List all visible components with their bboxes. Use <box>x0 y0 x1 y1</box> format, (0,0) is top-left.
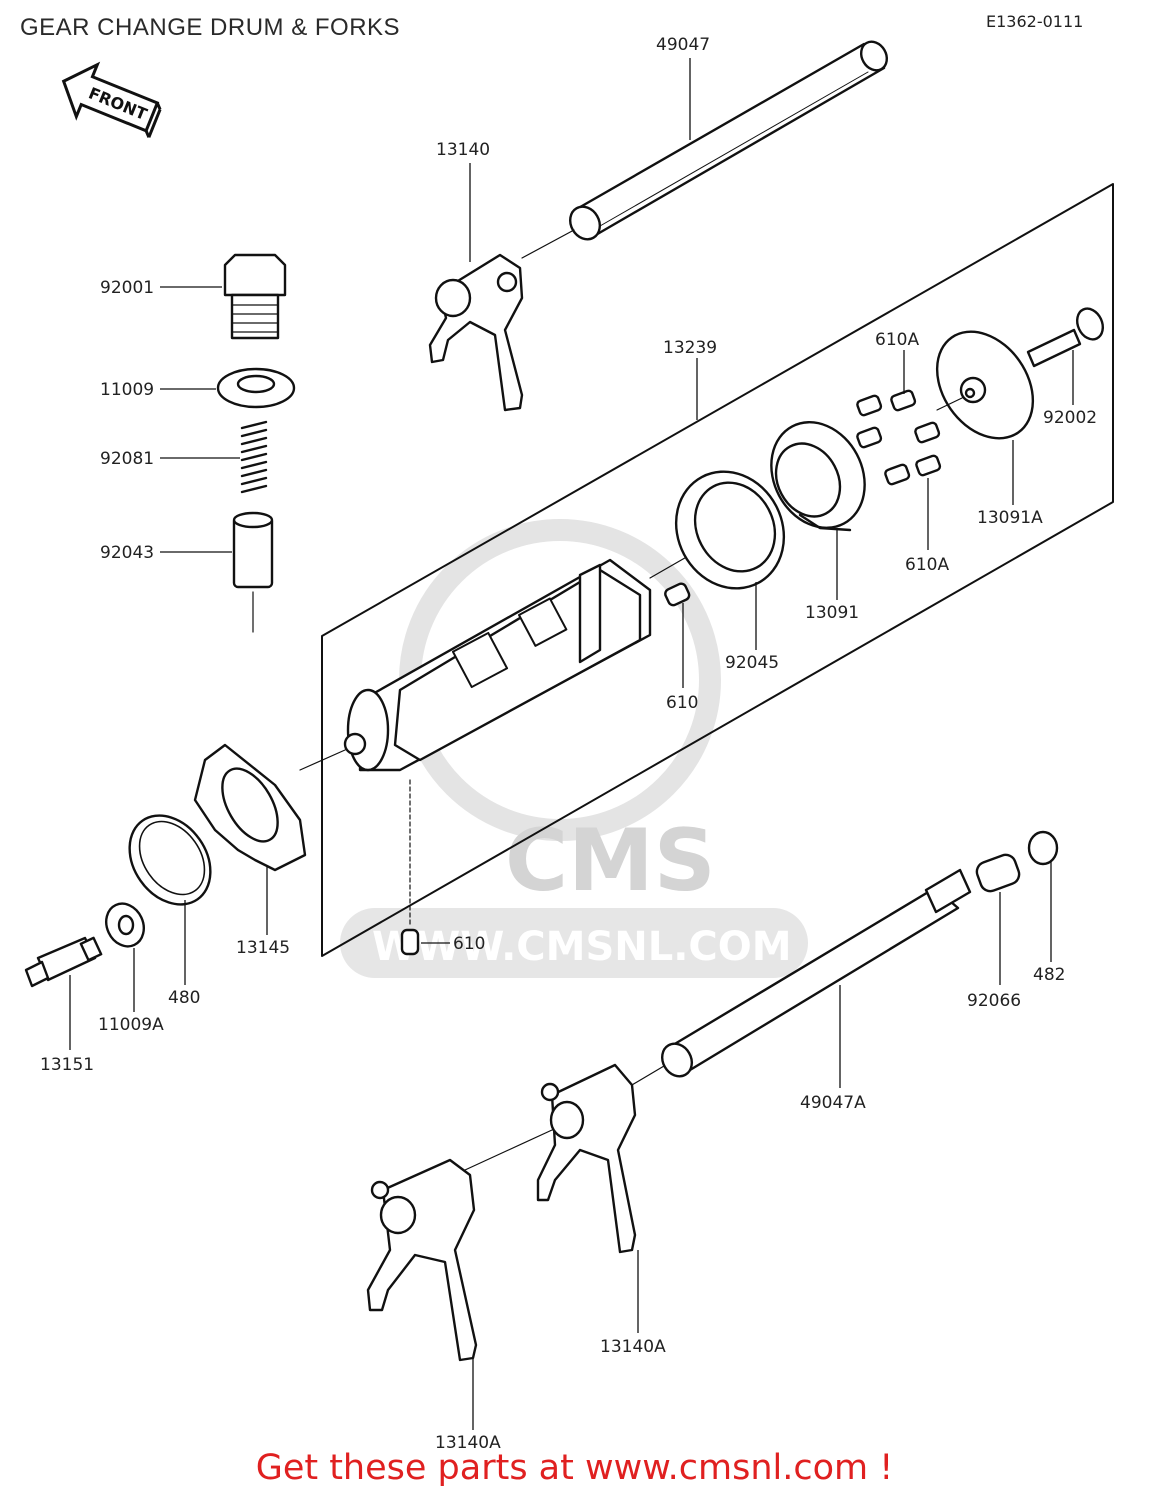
bearing-13091 <box>770 421 866 532</box>
front-arrow-icon: FRONT <box>61 61 162 138</box>
shift-rod-49047A <box>660 868 972 1078</box>
label-480: 480 <box>168 988 200 1008</box>
part-labels: 49047 13140 92001 11009 92081 92043 1323… <box>40 35 1097 1453</box>
washer-11009A <box>105 902 145 948</box>
label-610-low: 610 <box>453 934 485 954</box>
label-482: 482 <box>1033 965 1065 985</box>
label-610A-top: 610A <box>875 330 919 350</box>
label-13091: 13091 <box>805 603 859 623</box>
shift-fork-13140 <box>428 253 524 412</box>
diagram-title: GEAR CHANGE DRUM & FORKS <box>20 14 401 41</box>
label-92066: 92066 <box>967 991 1021 1011</box>
label-11009A: 11009A <box>98 1015 164 1035</box>
plug-bolt-92001 <box>223 253 287 340</box>
label-13145: 13145 <box>236 938 290 958</box>
label-49047: 49047 <box>656 35 710 55</box>
watermark-url: WWW.CMSNL.COM <box>372 924 792 970</box>
label-610-mid: 610 <box>666 693 698 713</box>
collar-92066 <box>975 853 1021 893</box>
label-92045: 92045 <box>725 653 779 673</box>
watermark-brand: CMS <box>505 811 716 911</box>
shift-rod-49047 <box>568 40 889 241</box>
label-13151: 13151 <box>40 1055 94 1075</box>
shift-fork-13140A-bottom <box>366 1158 478 1362</box>
dowel-610-mid <box>664 582 691 607</box>
label-49047A: 49047A <box>800 1093 866 1113</box>
label-13140A-bottom: 13140A <box>435 1433 501 1453</box>
label-11009: 11009 <box>100 380 154 400</box>
shift-fork-13140A-right <box>536 1063 637 1254</box>
dowel-610-low <box>400 928 420 956</box>
bolt-92002 <box>1026 307 1105 368</box>
pin-92043 <box>232 511 274 589</box>
neutral-switch-13151 <box>24 936 103 988</box>
label-92001: 92001 <box>100 278 154 298</box>
label-13140: 13140 <box>436 140 490 160</box>
plate-13091A <box>935 330 1035 440</box>
spring-92081 <box>240 420 268 494</box>
label-13091A: 13091A <box>977 508 1043 528</box>
circlip-482 <box>1027 830 1059 866</box>
label-92081: 92081 <box>100 449 154 469</box>
plate-13145 <box>193 743 307 872</box>
shift-drum <box>343 558 652 772</box>
label-13239: 13239 <box>663 338 717 358</box>
label-92002: 92002 <box>1043 408 1097 428</box>
label-610A-bottom: 610A <box>905 555 949 575</box>
footer-link[interactable]: Get these parts at www.cmsnl.com ! <box>255 1448 894 1488</box>
diagram-code: E1362-0111 <box>986 12 1084 31</box>
pins-610A <box>856 389 942 486</box>
oil-seal-92045 <box>674 470 786 590</box>
watermark: CMS WWW.CMSNL.COM <box>340 519 808 978</box>
circlip-480 <box>128 814 212 906</box>
assembly-outline <box>321 183 1114 957</box>
washer-11009 <box>216 367 296 409</box>
label-13140A-right: 13140A <box>600 1337 666 1357</box>
label-92043: 92043 <box>100 543 154 563</box>
